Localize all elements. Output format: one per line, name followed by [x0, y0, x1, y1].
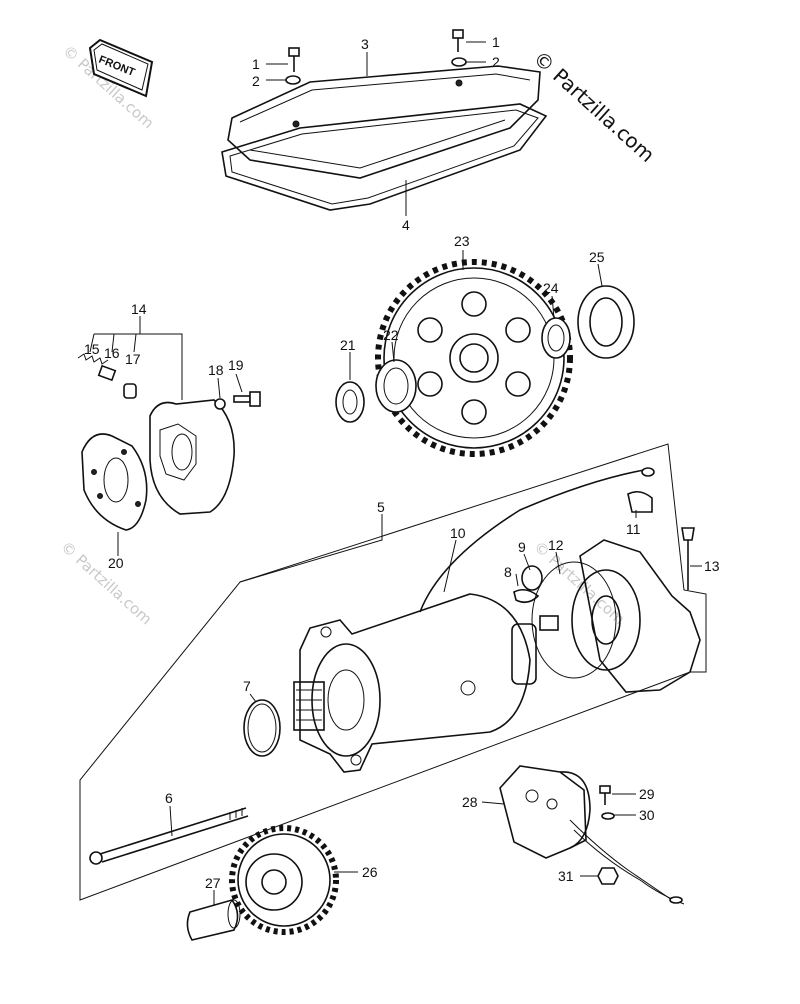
callout-10: 10: [450, 525, 466, 541]
callout-22: 22: [383, 327, 399, 343]
callout-11: 11: [626, 521, 641, 537]
callout-7: 7: [243, 678, 251, 694]
callout-28: 28: [462, 794, 478, 810]
callout-21: 21: [340, 337, 356, 353]
callout-2: 2: [492, 54, 500, 70]
front-direction-badge: FRONT: [88, 38, 154, 98]
callout-8: 8: [504, 564, 512, 580]
callout-19: 19: [228, 357, 244, 373]
starter-end-cover: [513, 539, 701, 693]
callout-6: 6: [165, 790, 173, 806]
callout-30: 30: [639, 807, 655, 823]
cover-bolt-right: [451, 29, 467, 67]
callout-24: 24: [543, 280, 559, 296]
callout-13: 13: [704, 558, 720, 574]
reduction-gear: [229, 825, 339, 935]
callout-16: 16: [104, 345, 120, 361]
callout-4: 4: [402, 217, 410, 233]
starter-motor-assembly-outline: [79, 443, 707, 901]
starter-cable: [419, 467, 655, 613]
callout-labels: 1 2 3 1 2 4 23 25 24 21 22 14 15 16 17 1…: [84, 34, 720, 891]
starter-motor: [243, 593, 537, 773]
callout-1: 1: [252, 56, 260, 72]
partzilla-watermark: © Partzilla.com: [529, 46, 660, 167]
callout-26: 26: [362, 864, 378, 880]
callout-31: 31: [558, 868, 574, 884]
callout-29: 29: [639, 786, 655, 802]
starter-relay: [499, 765, 685, 905]
starter-cover: [227, 65, 541, 179]
gear-shaft: [186, 899, 241, 941]
callout-25: 25: [589, 249, 605, 265]
callout-17: 17: [125, 351, 141, 367]
callout-27: 27: [205, 875, 221, 891]
callout-18: 18: [208, 362, 224, 378]
callout-1: 1: [492, 34, 500, 50]
callout-12: 12: [548, 537, 564, 553]
long-bolt: [681, 527, 695, 590]
through-bolt: [89, 807, 249, 865]
callout-5: 5: [377, 499, 385, 515]
idle-gear-assembly: [335, 259, 635, 457]
faint-watermark-text: © Partzilla.com: [530, 538, 628, 629]
callout-3: 3: [361, 36, 369, 52]
cover-bolt-left: [285, 47, 301, 85]
callout-23: 23: [454, 233, 470, 249]
starter-clutch: [77, 353, 261, 531]
callout-20: 20: [108, 555, 124, 571]
callout-14: 14: [131, 301, 147, 317]
callout-15: 15: [84, 341, 100, 357]
cover-gasket: [221, 103, 548, 211]
callout-2: 2: [252, 73, 260, 89]
leader-lines: [89, 41, 702, 906]
callout-9: 9: [518, 539, 526, 555]
faint-watermark-text: © Partzilla.com: [57, 538, 155, 629]
